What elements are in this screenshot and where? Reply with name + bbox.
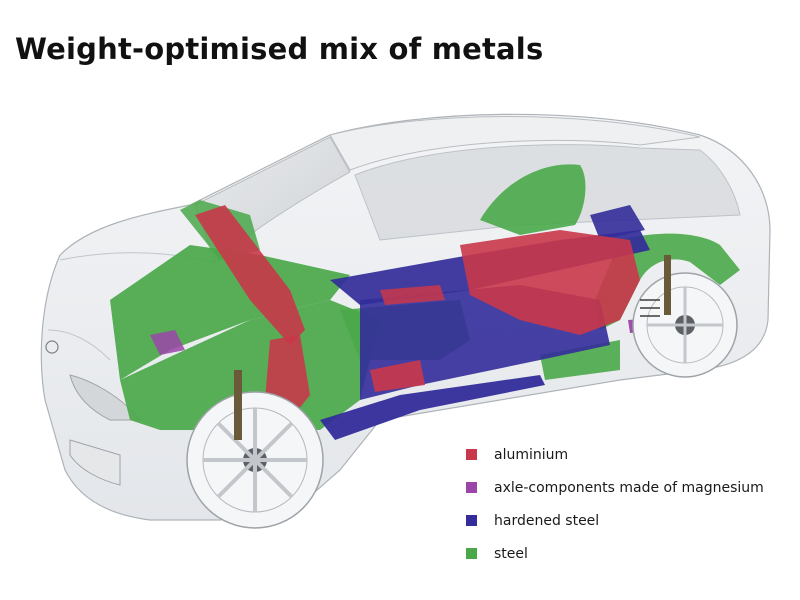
legend-item: hardened steel xyxy=(466,504,796,537)
legend-label: aluminium xyxy=(494,446,569,463)
legend: aluminium axle-components made of magnesi… xyxy=(466,438,796,570)
legend-item: steel xyxy=(466,537,796,570)
steel-swatch xyxy=(466,548,477,559)
magnesium-swatch xyxy=(466,482,477,493)
legend-item: aluminium xyxy=(466,438,796,471)
legend-label: hardened steel xyxy=(494,512,600,529)
legend-label: steel xyxy=(494,545,528,562)
hardened-steel-swatch xyxy=(466,515,477,526)
rear-wheel xyxy=(632,255,738,378)
diagram-title: Weight-optimised mix of metals xyxy=(15,32,544,66)
aluminium-swatch xyxy=(466,449,477,460)
front-wheel xyxy=(186,370,324,529)
legend-label: axle-components made of magnesium xyxy=(494,479,764,496)
legend-item: axle-components made of magnesium xyxy=(466,471,796,504)
